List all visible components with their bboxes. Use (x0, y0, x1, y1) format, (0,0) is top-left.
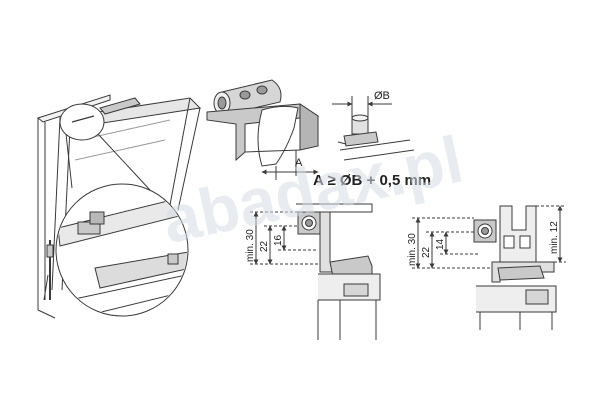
right-dim-min12: min. 12 (549, 221, 560, 254)
right-dim-22: 22 (421, 246, 432, 258)
section-left (250, 203, 381, 340)
magnified-detail (55, 183, 189, 317)
left-dim-min30: min. 30 (245, 229, 256, 262)
dim-label-a: A (295, 157, 303, 169)
formula-text: A ≥ ØB + 0,5 mm (313, 172, 431, 189)
dim-label-b: ØB (374, 90, 390, 102)
section-right (412, 205, 566, 330)
right-dim-14: 14 (435, 238, 446, 250)
window-overview (36, 94, 202, 319)
right-dim-min30: min. 30 (407, 233, 418, 266)
detail-callout-circle (59, 103, 105, 141)
left-dim-16: 16 (273, 234, 284, 246)
pin-section (332, 96, 415, 161)
left-dim-22: 22 (259, 240, 270, 252)
hinge-pin-detail (206, 79, 320, 180)
